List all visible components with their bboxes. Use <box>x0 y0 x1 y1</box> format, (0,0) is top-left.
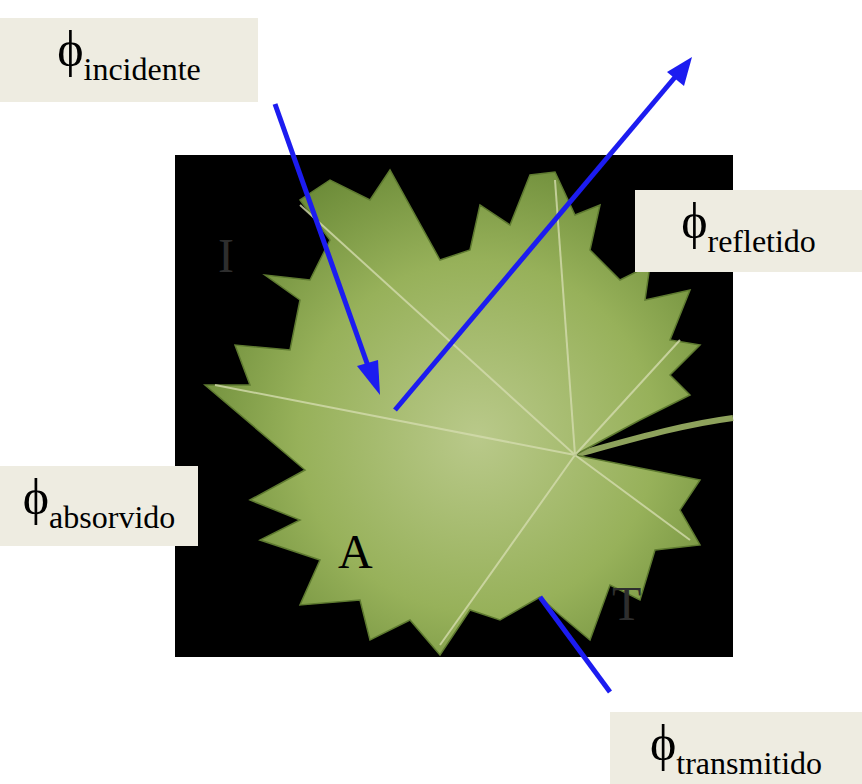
leaf <box>205 170 700 655</box>
region-letter: T <box>612 580 641 628</box>
flux-label-box: ϕrefletido <box>635 190 862 272</box>
flux-label-box: ϕincidente <box>0 18 258 102</box>
flux-arrows <box>275 57 692 692</box>
flux-symbol: ϕ <box>57 24 83 74</box>
flux-label-box: ϕtransmitido <box>610 712 862 784</box>
leaf-veins <box>215 180 690 645</box>
flux-subscript: incidente <box>84 53 201 85</box>
flux-subscript: absorvido <box>49 501 175 533</box>
region-letter: I <box>218 232 234 280</box>
flux-symbol: ϕ <box>650 718 676 768</box>
flux-subscript: refletido <box>707 225 815 257</box>
flux-subscript: transmitido <box>676 747 822 779</box>
flux-label-box: ϕabsorvido <box>0 466 198 546</box>
flux-symbol: ϕ <box>681 196 707 246</box>
region-letter: A <box>338 528 373 576</box>
flux-symbol: ϕ <box>23 472 49 522</box>
